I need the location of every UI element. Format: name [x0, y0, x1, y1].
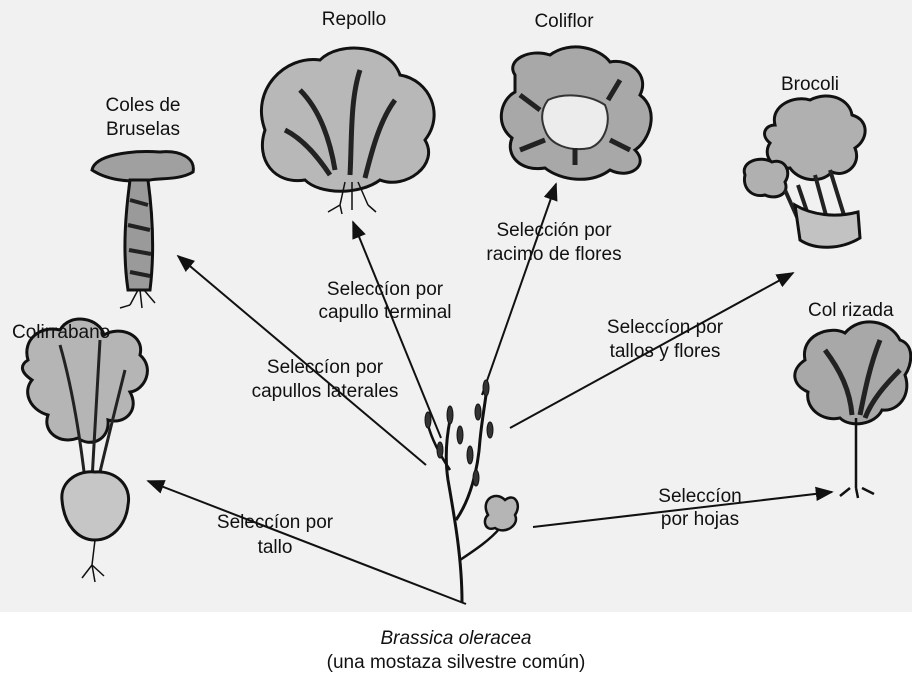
label-laterales-line2: capullos laterales	[230, 380, 420, 403]
cauliflower-illustration	[501, 47, 651, 179]
label-repollo: Repollo	[304, 8, 404, 31]
caption-common-name: (una mostaza silvestre común)	[0, 651, 912, 674]
label-coles-line2: Bruselas	[88, 118, 198, 141]
arrow-terminal	[353, 222, 441, 438]
label-brocoli: Brocoli	[765, 73, 855, 96]
label-tallos-flores-line1: Seleccíon por	[580, 316, 750, 339]
label-coliflor: Coliflor	[514, 10, 614, 33]
label-hojas-line2: por hojas	[645, 508, 755, 531]
label-col-rizada: Col rizada	[808, 299, 894, 322]
cabbage-illustration	[261, 48, 434, 214]
label-laterales-line1: Seleccíon por	[230, 356, 420, 379]
label-colirrabano: Colirrábano	[12, 321, 110, 344]
label-terminal-line1: Seleccíon por	[300, 278, 470, 301]
label-racimo-line1: Selección por	[464, 219, 644, 242]
caption-species: Brassica oleracea	[0, 627, 912, 650]
label-racimo-line2: racimo de flores	[464, 243, 644, 266]
kohlrabi-illustration	[22, 319, 147, 582]
brussels-sprouts-illustration	[92, 152, 193, 308]
label-tallo-line1: Seleccíon por	[195, 511, 355, 534]
arrow-racimo	[482, 184, 556, 395]
species-name: Brassica oleracea	[380, 628, 531, 649]
label-hojas-line1: Seleccíon	[645, 485, 755, 508]
broccoli-illustration	[744, 96, 865, 247]
wild-mustard-illustration	[425, 380, 518, 602]
label-tallo-line2: tallo	[195, 536, 355, 559]
label-tallos-flores-line2: tallos y flores	[580, 340, 750, 363]
label-coles-line1: Coles de	[88, 94, 198, 117]
label-terminal-line2: capullo terminal	[300, 301, 470, 324]
kale-illustration	[795, 322, 911, 498]
